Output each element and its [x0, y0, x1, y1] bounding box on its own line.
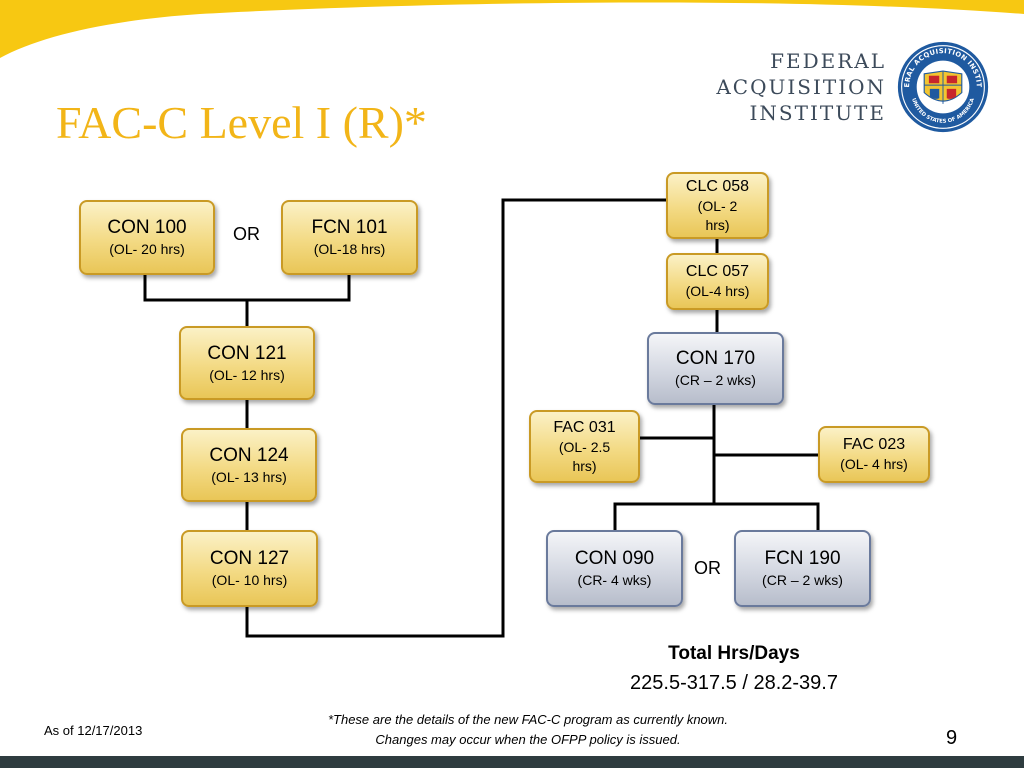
- course-con-121: CON 121 (OL- 12 hrs): [179, 326, 315, 400]
- course-duration: (OL- 2.5: [558, 438, 611, 455]
- course-fcn-101: FCN 101 (OL-18 hrs): [281, 200, 418, 275]
- course-con-100: CON 100 (OL- 20 hrs): [79, 200, 215, 275]
- course-duration: (CR – 2 wks): [762, 572, 843, 588]
- course-duration: (OL- 10 hrs): [211, 572, 288, 588]
- course-duration: (CR- 4 wks): [577, 572, 652, 588]
- course-con-090: CON 090 (CR- 4 wks): [546, 530, 683, 607]
- course-code: CON 127: [209, 548, 290, 569]
- course-duration: (CR – 2 wks): [675, 372, 756, 388]
- course-fac-023: FAC 023 (OL- 4 hrs): [818, 426, 930, 483]
- or-label-bottom: OR: [694, 558, 721, 578]
- course-con-170: CON 170 (CR – 2 wks): [647, 332, 784, 405]
- course-fcn-190: FCN 190 (CR – 2 wks): [734, 530, 871, 607]
- footnote-line: Changes may occur when the OFPP policy i…: [375, 732, 681, 747]
- course-duration: (OL-4 hrs): [685, 283, 750, 299]
- fai-seal-icon: FEDERAL ACQUISITION INSTITUTE UNITED STA…: [896, 40, 989, 133]
- course-clc-057: CLC 057 (OL-4 hrs): [666, 253, 769, 310]
- footer-bar: [0, 756, 1024, 768]
- institute-name-line: FEDERAL: [770, 49, 886, 73]
- course-duration: (OL- 20 hrs): [109, 241, 185, 257]
- course-code: CON 090: [574, 548, 655, 569]
- course-con-124: CON 124 (OL- 13 hrs): [181, 428, 317, 502]
- course-code: FAC 031: [553, 418, 616, 436]
- course-code: FAC 023: [842, 436, 906, 453]
- course-code: CON 170: [675, 348, 756, 369]
- course-duration: (OL- 4 hrs): [840, 456, 908, 472]
- page-number: 9: [946, 727, 958, 749]
- course-code: FCN 190: [764, 548, 841, 569]
- program-total: Total Hrs/Days 225.5-317.5 / 28.2-39.7: [590, 640, 878, 698]
- footnote: *These are the details of the new FAC-C …: [250, 710, 806, 750]
- course-code: CON 100: [107, 217, 187, 238]
- course-duration: (OL- 2: [697, 197, 738, 214]
- or-label-top: OR: [233, 224, 260, 244]
- slide-title: FAC-C Level I (R)*: [56, 97, 427, 148]
- course-duration: hrs): [705, 216, 730, 233]
- institute-name-line: ACQUISITION: [716, 75, 886, 99]
- course-clc-058: CLC 058 (OL- 2 hrs): [666, 172, 769, 239]
- course-fac-031: FAC 031 (OL- 2.5 hrs): [529, 410, 640, 483]
- institute-name-line: INSTITUTE: [749, 101, 886, 125]
- course-duration: (OL- 13 hrs): [211, 468, 287, 485]
- institute-name: FEDERAL ACQUISITION INSTITUTE: [700, 48, 886, 126]
- as-of-date: As of 12/17/2013: [44, 723, 143, 738]
- total-label: Total Hrs/Days: [668, 643, 800, 664]
- course-duration: hrs): [572, 457, 597, 474]
- course-con-127: CON 127 (OL- 10 hrs): [181, 530, 318, 607]
- course-code: CLC 057: [685, 263, 750, 280]
- course-code: FCN 101: [311, 217, 388, 238]
- total-value: 225.5-317.5 / 28.2-39.7: [630, 672, 838, 694]
- course-code: CON 121: [207, 342, 287, 364]
- course-duration: (OL- 12 hrs): [209, 366, 285, 383]
- course-code: CLC 058: [685, 177, 750, 195]
- course-duration: (OL-18 hrs): [313, 241, 386, 257]
- footnote-line: *These are the details of the new FAC-C …: [327, 712, 729, 727]
- course-code: CON 124: [209, 444, 289, 466]
